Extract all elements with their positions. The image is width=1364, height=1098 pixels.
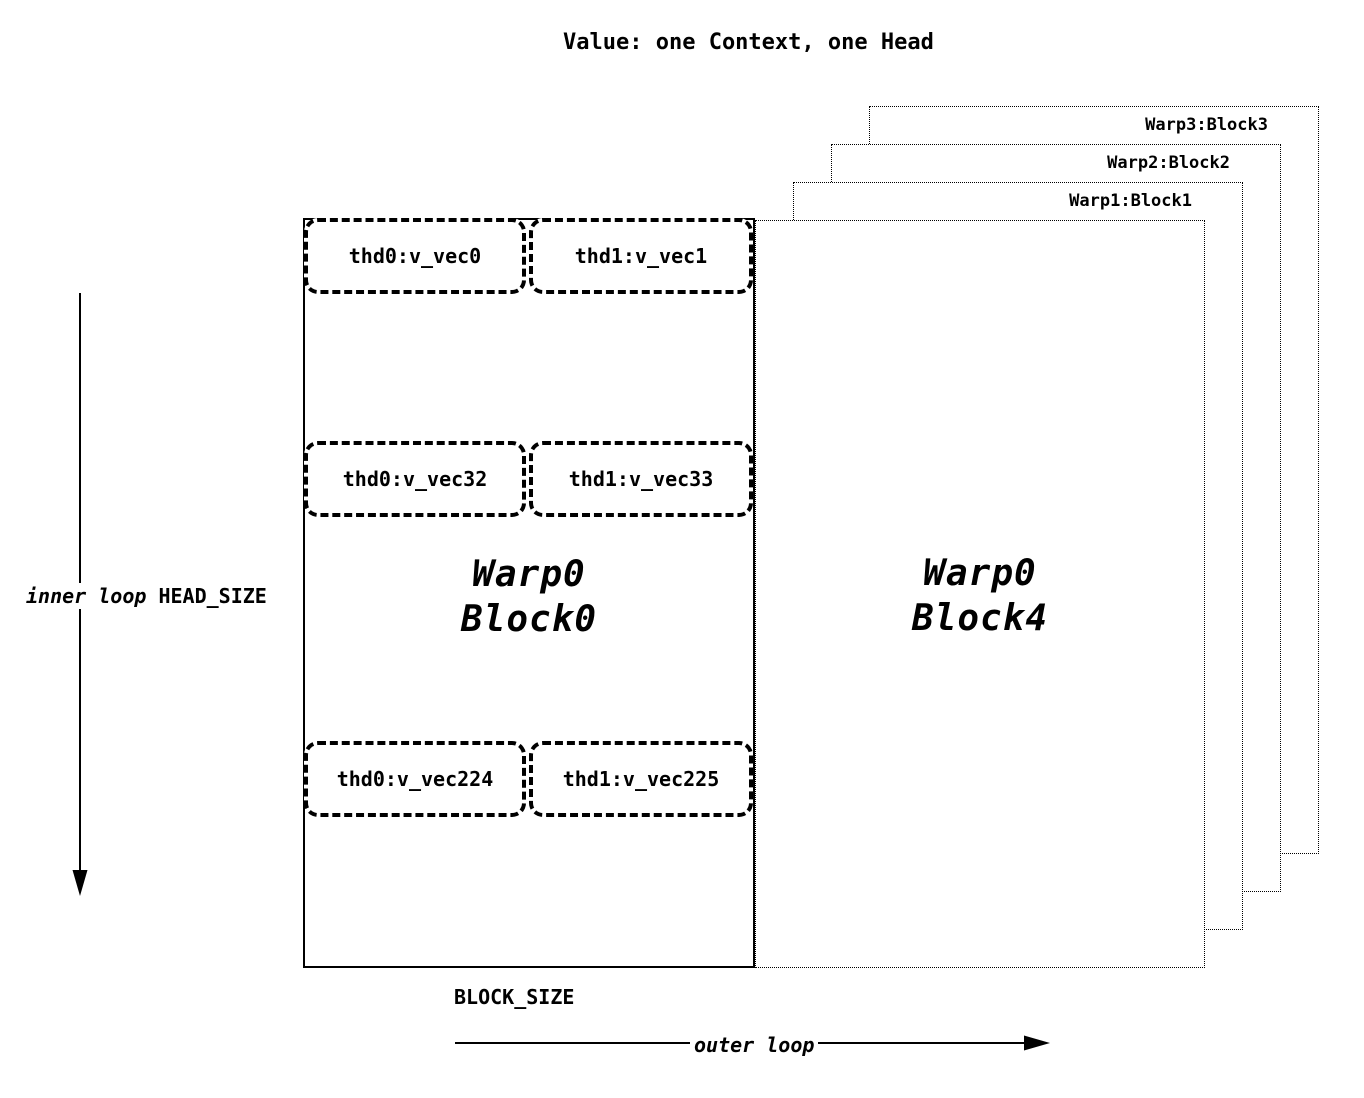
warp0-block0-line1: Warp0 <box>472 554 586 595</box>
warp0-block4-rect: Warp0 Block4 <box>755 220 1205 968</box>
vec-box-label: thd1:v_vec225 <box>562 767 720 791</box>
block-size-label: BLOCK_SIZE <box>450 984 579 1010</box>
warp0-block0-title: Warp0 Block0 <box>305 552 753 642</box>
diagram-title: Value: one Context, one Head <box>563 30 934 55</box>
vec-box-label: thd1:v_vec1 <box>574 244 708 268</box>
vec-box-thd1-v_vec225: thd1:v_vec225 <box>529 741 753 817</box>
warp0-block4-line1: Warp0 <box>923 553 1037 594</box>
head-size-text: HEAD_SIZE <box>158 584 267 608</box>
vec-box-label: thd0:v_vec0 <box>348 244 482 268</box>
vec-box-thd1-v_vec33: thd1:v_vec33 <box>529 441 753 517</box>
warp0-block0-line2: Block0 <box>460 599 598 640</box>
warp0-block4-title: Warp0 Block4 <box>756 551 1204 641</box>
inner-loop-label: inner loop HEAD_SIZE <box>22 583 271 609</box>
warp3-block3-label: Warp3:Block3 <box>1145 115 1268 135</box>
outer-loop-label: outer loop <box>690 1032 819 1058</box>
inner-loop-text: inner loop <box>26 584 147 608</box>
vec-box-thd0-v_vec32: thd0:v_vec32 <box>304 441 526 517</box>
warp0-block0-rect: Warp0 Block0 <box>303 218 755 968</box>
warp0-block4-line2: Block4 <box>911 598 1049 639</box>
vec-box-label: thd1:v_vec33 <box>568 467 714 491</box>
vec-box-thd0-v_vec224: thd0:v_vec224 <box>304 741 526 817</box>
vec-box-thd1-v_vec1: thd1:v_vec1 <box>529 218 753 294</box>
vec-box-label: thd0:v_vec224 <box>336 767 494 791</box>
vec-box-label: thd0:v_vec32 <box>342 467 488 491</box>
warp2-block2-label: Warp2:Block2 <box>1107 153 1230 173</box>
warp1-block1-label: Warp1:Block1 <box>1069 191 1192 211</box>
vec-box-thd0-v_vec0: thd0:v_vec0 <box>304 218 526 294</box>
